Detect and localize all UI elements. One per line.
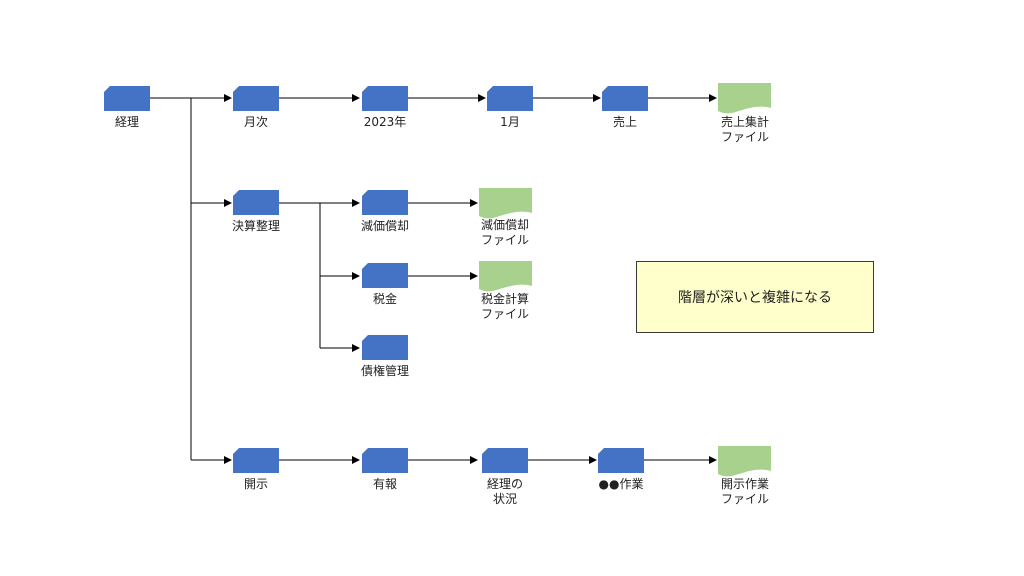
label-keiri: 経理: [114, 115, 140, 129]
folder-icon-2023[interactable]: [362, 86, 408, 111]
label-sagyo: ●●作業: [598, 477, 644, 491]
label-uriage-file: 売上集計 ファイル: [721, 115, 769, 145]
label-genka-file-line1: 減価償却: [480, 218, 530, 232]
label-zeikin-file-line1: 税金計算: [480, 292, 530, 306]
folder-icon-saiken[interactable]: [362, 335, 408, 360]
label-genka-file: 減価償却 ファイル: [481, 218, 529, 248]
label-jokyo-line1: 経理の: [486, 477, 524, 491]
label-uriage: 売上: [612, 115, 638, 129]
folder-icon-1gatsu[interactable]: [487, 86, 533, 111]
label-uriage-file-line1: 売上集計: [720, 115, 770, 129]
callout-note: 階層が深いと複雑になる: [636, 261, 874, 333]
file-icon-genka[interactable]: [479, 188, 532, 219]
label-kessan: 決算整理: [231, 219, 281, 233]
folder-icon-kaiji[interactable]: [233, 448, 279, 473]
label-zeikin-file: 税金計算 ファイル: [481, 292, 529, 322]
label-uriage-file-line2: ファイル: [720, 130, 770, 144]
folder-icon-sagyo[interactable]: [598, 448, 644, 473]
callout-text: 階層が深いと複雑になる: [678, 290, 832, 306]
label-kaiji-file-line1: 開示作業: [720, 477, 770, 491]
label-saiken: 債権管理: [360, 364, 410, 378]
label-jokyo-line2: 状況: [492, 492, 518, 506]
label-kaiji: 開示: [243, 477, 269, 491]
label-zeikin-file-line2: ファイル: [480, 307, 530, 321]
folder-icon-jokyo[interactable]: [482, 448, 528, 473]
file-icon-zeikin[interactable]: [479, 261, 532, 292]
folder-icon-getsuji[interactable]: [233, 86, 279, 111]
label-kaiji-file-line2: ファイル: [720, 492, 770, 506]
label-2023: 2023年: [363, 115, 407, 129]
label-1gatsu: 1月: [500, 115, 520, 129]
file-icon-kaiji[interactable]: [718, 446, 771, 477]
label-yuho: 有報: [372, 477, 398, 491]
label-genka: 減価償却: [360, 219, 410, 233]
label-getsuji: 月次: [243, 115, 269, 129]
folder-icon-kessan[interactable]: [233, 190, 279, 215]
label-jokyo: 経理の 状況: [487, 477, 523, 507]
label-genka-file-line2: ファイル: [480, 233, 530, 247]
folder-icon-uriage[interactable]: [602, 86, 648, 111]
folder-icon-yuho[interactable]: [362, 448, 408, 473]
label-kaiji-file: 開示作業 ファイル: [721, 477, 769, 507]
folder-icon-genka[interactable]: [362, 190, 408, 215]
label-zeikin: 税金: [372, 292, 398, 306]
file-icon-uriage[interactable]: [718, 83, 771, 114]
folder-icon-keiri[interactable]: [104, 86, 150, 111]
folder-icon-zeikin[interactable]: [362, 263, 408, 288]
